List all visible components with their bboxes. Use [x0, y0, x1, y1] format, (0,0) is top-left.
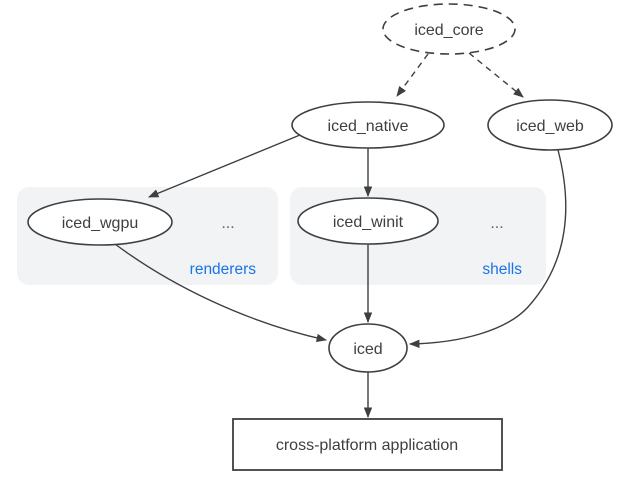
iced-node — [328, 323, 408, 373]
edge-wgpu-to-iced — [114, 243, 328, 343]
cross-platform-application-label: cross-platform application — [276, 437, 458, 454]
iced-core-node — [382, 3, 516, 55]
edge-web-to-iced — [408, 149, 567, 349]
renderers-group-label: renderers — [190, 261, 257, 278]
edge-core-to-native — [396, 53, 429, 97]
shells-ellipsis: ... — [490, 215, 503, 232]
shells-group-label: shells — [482, 261, 522, 278]
iced-web-label: iced_web — [516, 118, 584, 135]
iced-winit-node — [297, 197, 439, 245]
iced-label: iced — [353, 341, 382, 358]
renderers-ellipsis: ... — [221, 215, 234, 232]
iced-web-node — [487, 99, 613, 151]
cross-platform-application-node — [232, 418, 503, 471]
iced-winit-label: iced_winit — [333, 214, 404, 231]
edge-native-to-wgpu — [148, 134, 301, 198]
edge-core-to-web — [468, 52, 524, 98]
iced-wgpu-node — [27, 198, 173, 246]
iced-wgpu-label: iced_wgpu — [62, 215, 139, 232]
iced-native-label: iced_native — [328, 118, 409, 135]
iced-native-node — [291, 101, 445, 149]
iced-core-label: iced_core — [414, 22, 483, 39]
